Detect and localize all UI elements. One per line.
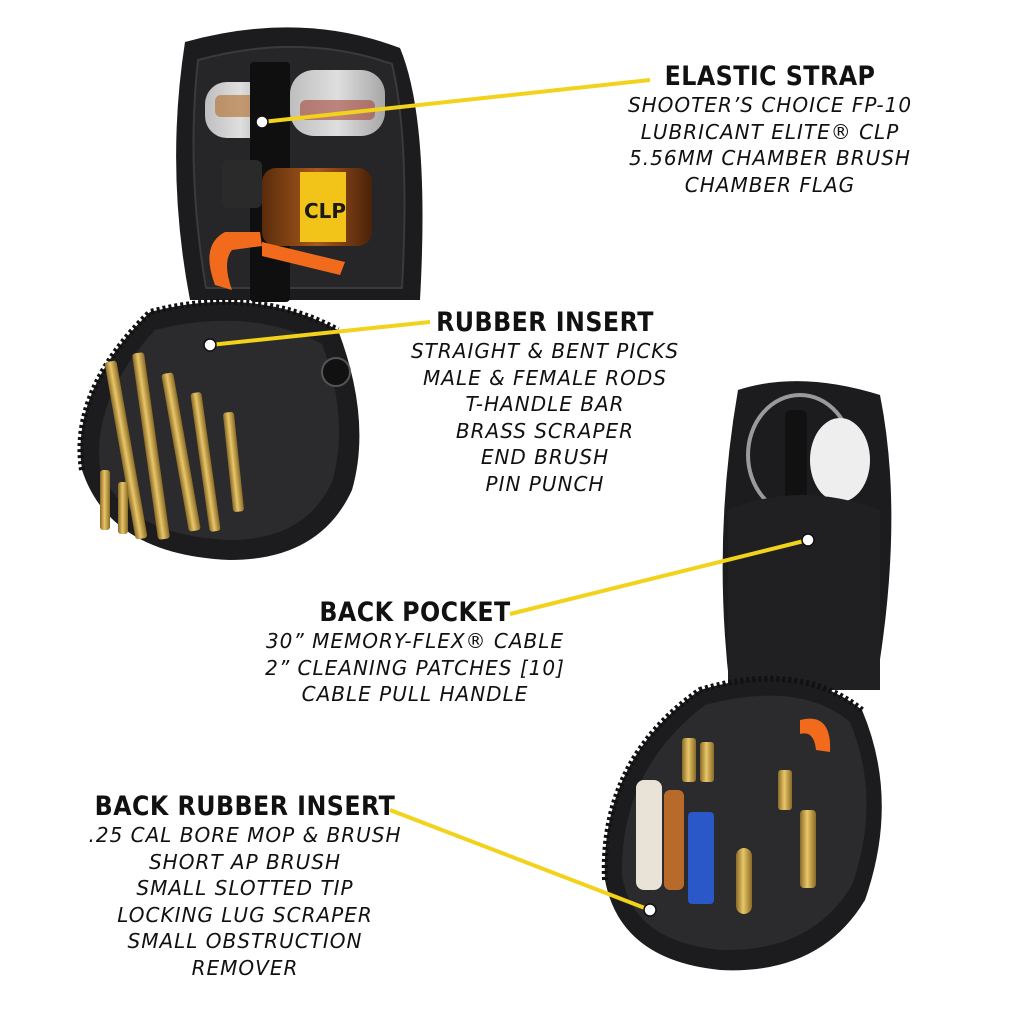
callout-line-rubber-insert (209, 320, 431, 347)
cleaning-patches (810, 418, 870, 502)
brass-rods (100, 352, 244, 540)
callout-item: STRAIGHT & BENT PICKS (410, 339, 680, 363)
callout-item: PIN PUNCH (485, 471, 605, 496)
clp-bottle: CLP (222, 160, 372, 246)
back-pocket (728, 495, 880, 690)
callout-item: BRASS SCRAPER (455, 418, 635, 443)
chamber-flag (209, 232, 262, 290)
callout-item: END BRUSH (480, 445, 610, 469)
callout-item: CABLE PULL HANDLE (301, 682, 529, 706)
clp-label: CLP (304, 199, 346, 223)
callout-line-elastic-strap (261, 78, 651, 124)
orange-pick (262, 242, 345, 275)
callout-item: SHORT AP BRUSH (148, 849, 342, 874)
callout-item: 2” CLEANING PATCHES [10] (265, 655, 565, 680)
callout-elastic-strap: ELASTIC STRAP SHOOTER’S CHOICE FP-10 LUB… (600, 62, 940, 198)
left-pouch: CLP (77, 27, 423, 560)
callout-dots (203, 115, 815, 917)
cable-pull-handle (785, 410, 807, 500)
callout-item: SHOOTER’S CHOICE FP-10 (627, 93, 913, 117)
callout-item: LUBRICANT ELITE® CLP (640, 119, 900, 144)
callout-item: .25 CAL BORE MOP & BRUSH (88, 823, 402, 847)
callout-item: SMALL OBSTRUCTION (127, 929, 363, 953)
callout-item: SMALL SLOTTED TIP (136, 876, 354, 900)
callout-rubber-insert: RUBBER INSERT STRAIGHT & BENT PICKS MALE… (395, 308, 695, 497)
callout-title: BACK POCKET (319, 597, 511, 628)
callout-item: LOCKING LUG SCRAPER (117, 902, 373, 927)
callout-back-rubber-insert: BACK RUBBER INSERT .25 CAL BORE MOP & BR… (55, 792, 435, 981)
callout-lines (209, 78, 809, 912)
callout-item: T-HANDLE BAR (465, 392, 625, 416)
callout-item: REMOVER (191, 955, 299, 980)
callout-title: ELASTIC STRAP (664, 61, 876, 92)
callout-back-pocket: BACK POCKET 30” MEMORY-FLEX® CABLE 2” CL… (250, 598, 580, 708)
callout-title: BACK RUBBER INSERT (94, 791, 396, 822)
back-insert-tools (636, 718, 831, 914)
callout-line-back-rubber-insert (389, 808, 651, 912)
callout-item: MALE & FEMALE RODS (423, 365, 667, 390)
callout-item: 30” MEMORY-FLEX® CABLE (265, 629, 565, 653)
callout-item: CHAMBER FLAG (684, 172, 856, 197)
callout-title: RUBBER INSERT (436, 307, 654, 338)
callout-item: 5.56MM CHAMBER BRUSH (629, 146, 911, 170)
callout-line-back-pocket (509, 538, 809, 616)
